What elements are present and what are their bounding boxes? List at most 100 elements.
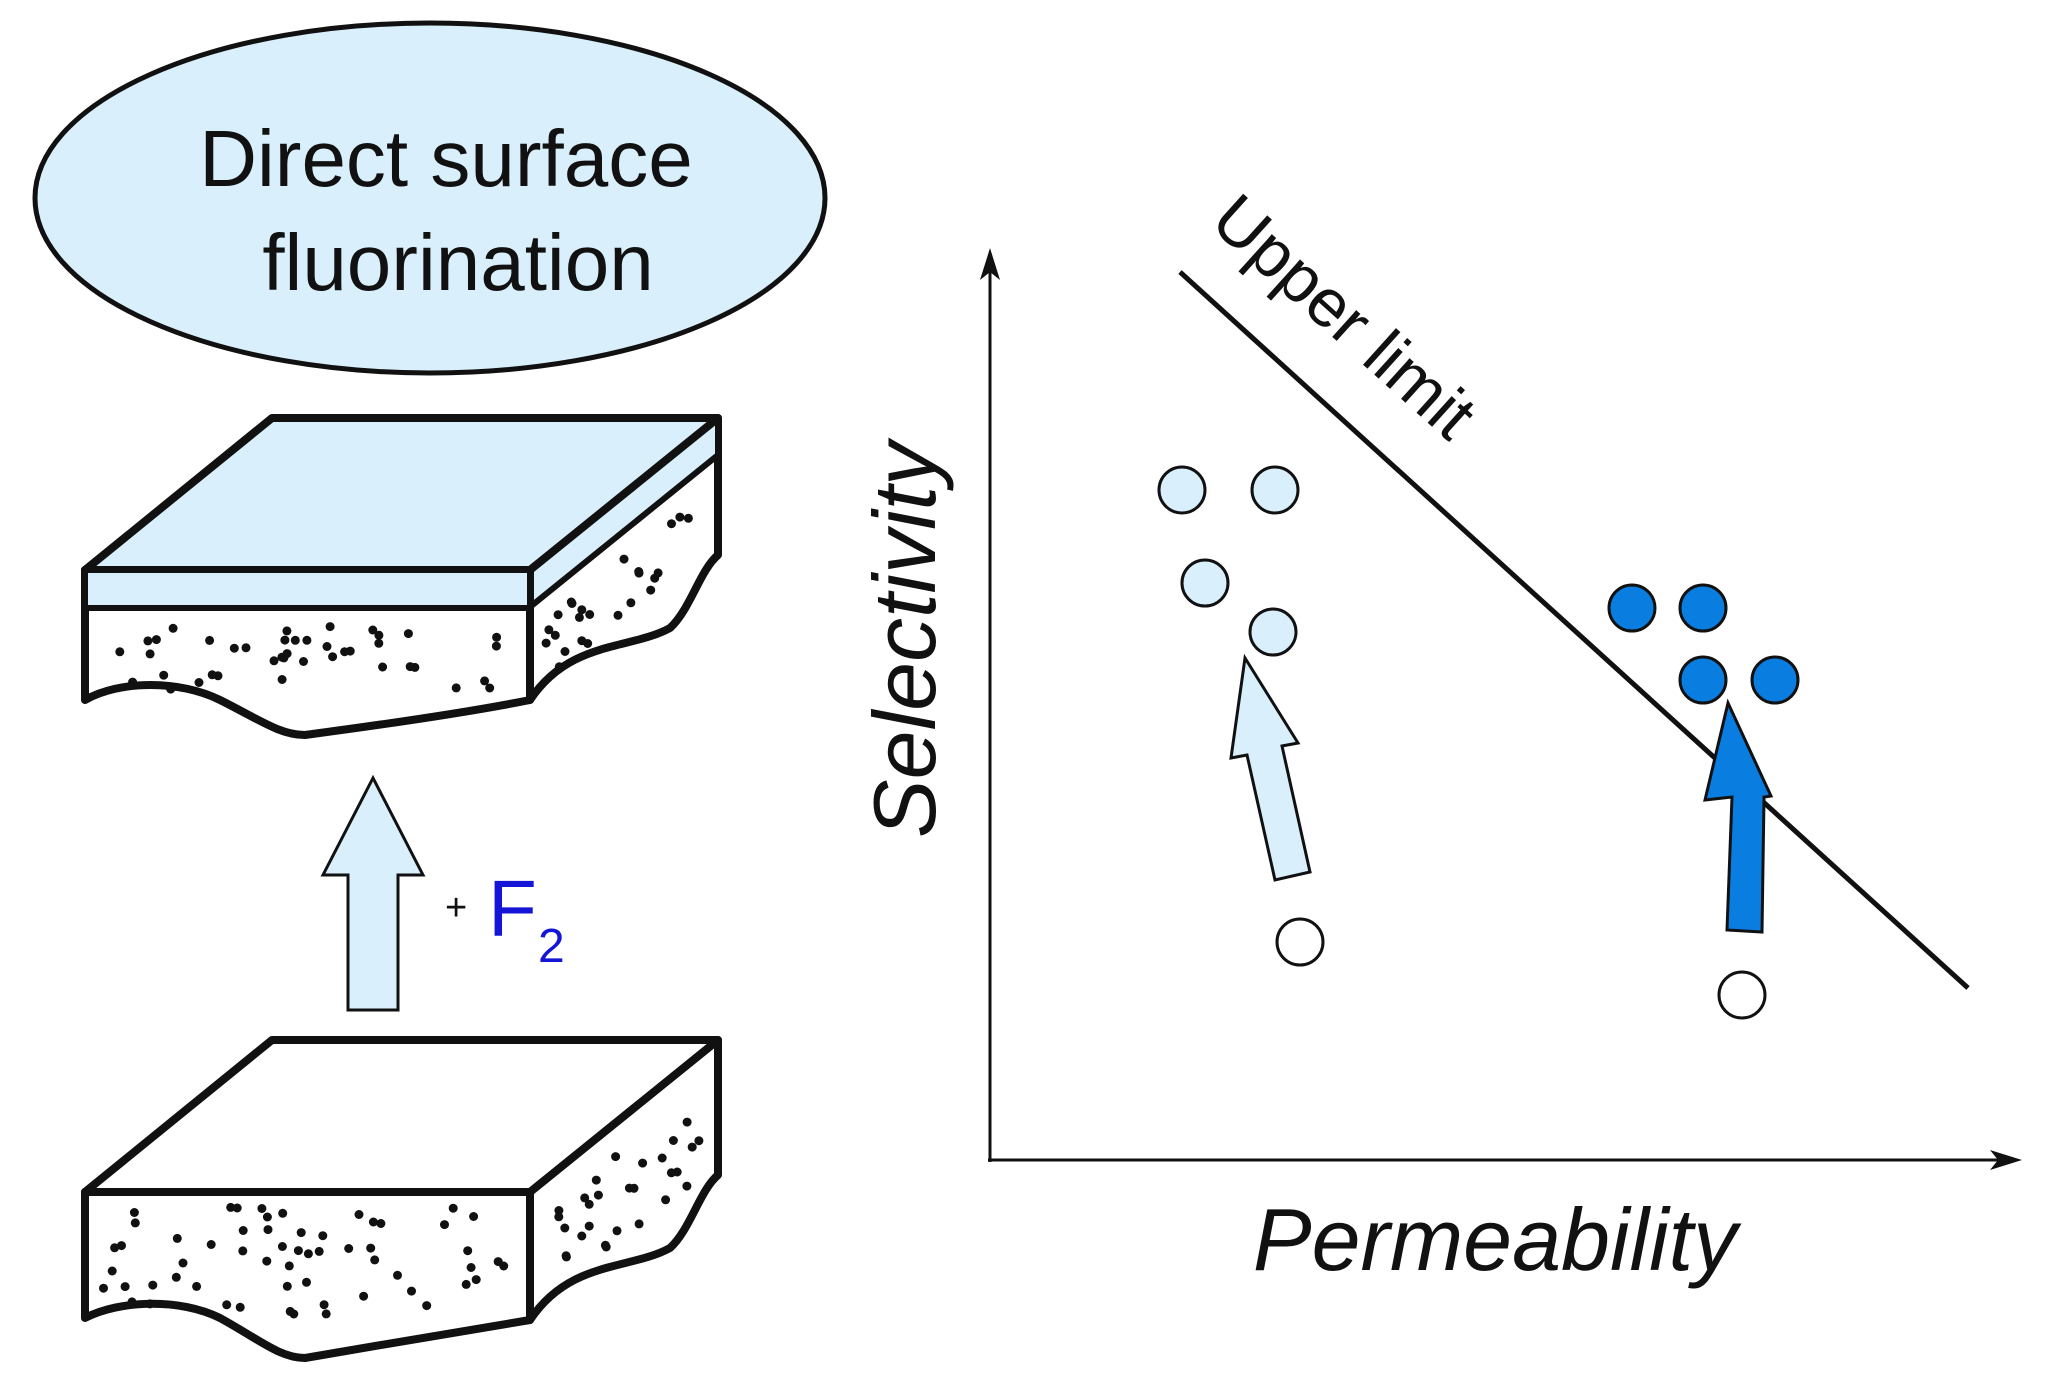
- pore-dot: [613, 610, 623, 620]
- pore-dot: [319, 1300, 329, 1310]
- fluorinated-front-strip: [82, 567, 533, 611]
- pore-dot: [451, 683, 461, 693]
- pore-dot: [110, 1243, 120, 1253]
- pore-dot: [299, 657, 308, 666]
- pore-dot: [148, 1280, 158, 1290]
- pore-dot: [192, 1281, 202, 1291]
- pore-dot: [480, 676, 490, 686]
- pore-dot: [584, 1221, 594, 1231]
- light-point: [1180, 558, 1230, 608]
- pore-dot: [171, 1272, 181, 1282]
- pore-dot: [263, 1225, 273, 1235]
- dark-point: [1607, 583, 1657, 633]
- pore-dot: [591, 1175, 601, 1185]
- pore-dot: [145, 649, 155, 659]
- pore-dot: [282, 649, 292, 659]
- pore-dot: [166, 684, 176, 694]
- pore-dot: [325, 622, 335, 632]
- pore-dot: [145, 1299, 155, 1309]
- pore-dot: [471, 1275, 481, 1285]
- pore-dot: [554, 1206, 564, 1215]
- pore-dot: [376, 1219, 386, 1228]
- pore-dot: [667, 519, 676, 529]
- pristine-membrane-side: [526, 1036, 722, 1324]
- pore-dot: [232, 1203, 242, 1213]
- pore-dot: [128, 680, 138, 690]
- fluorinated-membrane-front: [81, 566, 534, 739]
- pore-dot: [541, 638, 551, 648]
- pore-dot: [172, 1233, 182, 1243]
- pore-dot: [668, 1136, 678, 1145]
- pore-dot: [407, 1286, 416, 1296]
- pore-dot: [461, 1279, 471, 1289]
- dark-point: [1678, 583, 1728, 633]
- upper-limit-line: [1178, 270, 1970, 990]
- pore-dot: [226, 1202, 236, 1212]
- pore-dot: [99, 1283, 108, 1293]
- pore-dot: [328, 652, 338, 662]
- pore-dot: [238, 1246, 248, 1256]
- dark-points: [1607, 583, 1800, 705]
- pore-dot: [354, 1210, 364, 1219]
- pore-dot: [359, 1291, 369, 1301]
- dark-point: [1678, 655, 1728, 705]
- pore-dot: [120, 1282, 130, 1292]
- pore-dot: [553, 610, 563, 620]
- pore-dot: [262, 1256, 272, 1266]
- pore-dot: [600, 1240, 610, 1250]
- reagent-plus: +: [445, 887, 467, 929]
- pore-dot: [143, 636, 153, 646]
- pore-dot: [241, 643, 251, 653]
- light-shift-arrow: [1229, 653, 1312, 882]
- pore-dot: [491, 641, 501, 651]
- pore-dot: [611, 1152, 621, 1162]
- upper-limit-label: Upper limit: [1198, 180, 1490, 454]
- pore-dot: [282, 1281, 292, 1291]
- pore-dot: [612, 1226, 622, 1236]
- pore-dot: [638, 1158, 648, 1168]
- pore-dot: [107, 1266, 117, 1276]
- pore-dot: [661, 1195, 671, 1205]
- light-point: [1157, 465, 1207, 515]
- pore-dot: [493, 1257, 503, 1267]
- pore-dot: [293, 1246, 303, 1256]
- pore-dot: [178, 1258, 188, 1268]
- pore-dot: [370, 1255, 380, 1265]
- pore-dot: [168, 623, 178, 633]
- light-point: [1248, 607, 1298, 657]
- pore-dot: [344, 1244, 354, 1253]
- title-line-2: fluorination: [262, 218, 653, 307]
- light-points: [1157, 465, 1300, 657]
- chart-axes: [980, 248, 2022, 1170]
- pore-dot: [393, 1270, 402, 1280]
- y-axis-label: Selectivity: [855, 437, 954, 838]
- pore-dot: [277, 1242, 287, 1251]
- pores-side: [554, 1117, 704, 1262]
- pores-side: [541, 512, 693, 672]
- title-ellipse: [32, 20, 828, 376]
- pore-dot: [278, 1208, 288, 1218]
- pore-dot: [469, 1212, 479, 1221]
- pore-dot: [619, 554, 629, 564]
- pore-dot: [374, 638, 384, 648]
- pore-dot: [322, 642, 332, 651]
- pore-dot: [682, 1117, 692, 1127]
- pore-dot: [130, 1218, 140, 1228]
- y-axis-arrowhead: [980, 248, 1000, 280]
- pristine-membrane: [81, 1036, 722, 1362]
- pore-dot: [296, 1228, 306, 1238]
- pore-dot: [238, 1226, 248, 1235]
- pore-dot: [560, 647, 570, 656]
- pore-dot: [646, 585, 656, 595]
- pore-dot: [303, 1249, 313, 1259]
- pore-dot: [593, 1190, 603, 1200]
- pore-dot: [694, 1136, 704, 1146]
- pore-dot: [206, 1240, 216, 1249]
- pore-dot: [634, 568, 644, 578]
- pore-dot: [574, 612, 584, 622]
- pore-dot: [577, 1231, 587, 1241]
- pore-dot: [374, 630, 384, 640]
- pore-dot: [366, 1243, 376, 1253]
- pore-dot: [560, 1223, 570, 1233]
